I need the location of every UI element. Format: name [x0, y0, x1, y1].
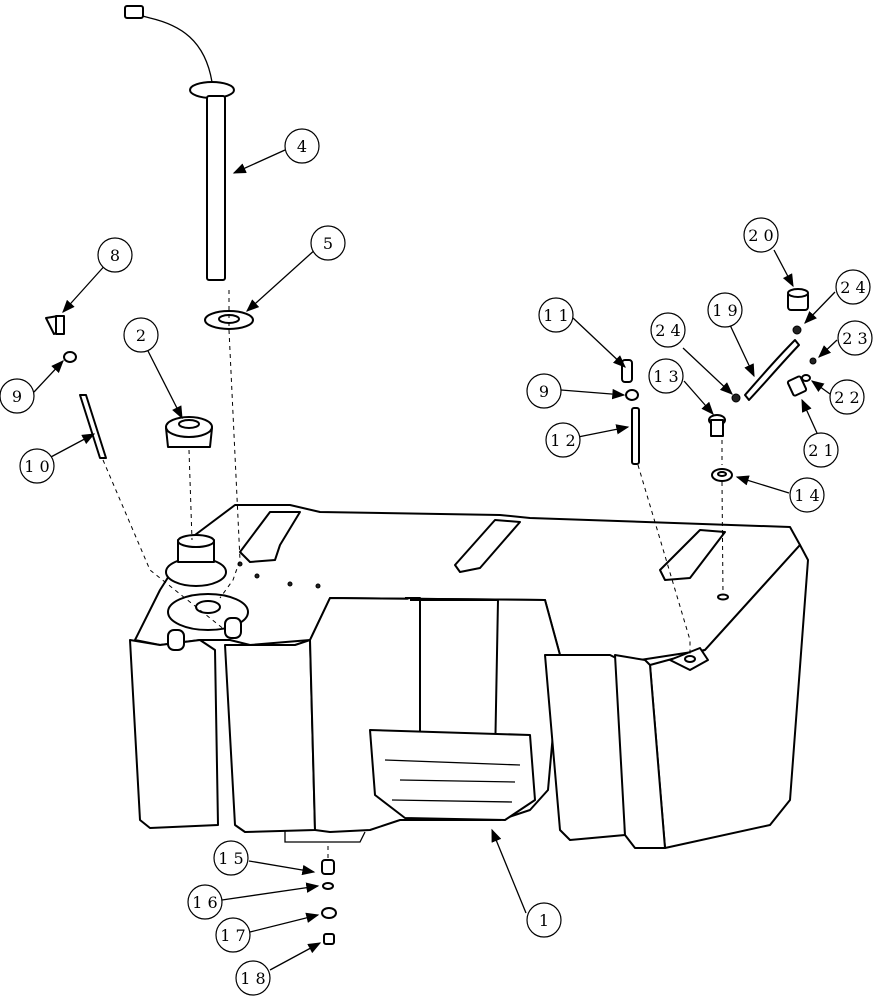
- fuel-cap: [165, 416, 213, 448]
- callout-label: 2 3: [842, 329, 867, 348]
- leader-lines: [33, 149, 838, 971]
- tube-right: [631, 407, 640, 465]
- callout-9-right: 9: [526, 373, 562, 409]
- callout-5-top: 5: [310, 225, 346, 261]
- callout-24-left: 2 4: [650, 312, 686, 348]
- callout-label: 2: [136, 326, 146, 345]
- tube-left: [79, 394, 107, 459]
- fitting-21: [786, 375, 808, 397]
- callout-10: 1 0: [19, 448, 55, 484]
- callout-label: 1 0: [24, 457, 49, 476]
- callout-label: 5: [323, 234, 333, 253]
- callout-23: 2 3: [837, 320, 873, 356]
- callout-label: 2 1: [808, 441, 833, 460]
- callout-label: 1 9: [712, 301, 737, 320]
- callout-14: 1 4: [789, 477, 825, 513]
- callout-label: 2 4: [840, 278, 865, 297]
- grommet-left: [63, 351, 77, 363]
- callout-label: 1 8: [240, 969, 265, 988]
- fuel-sender: [124, 5, 235, 281]
- callout-label: 2 2: [834, 388, 859, 407]
- callout-18: 1 8: [235, 960, 271, 996]
- callout-label: 8: [110, 246, 120, 265]
- fitting-13: [708, 414, 726, 437]
- callout-15: 1 5: [213, 840, 249, 876]
- callout-label: 1 7: [220, 926, 245, 945]
- grommet-14: [711, 468, 733, 482]
- callout-12: 1 2: [545, 422, 581, 458]
- callout-19: 1 9: [707, 292, 743, 328]
- callout-label: 1 4: [794, 486, 819, 505]
- callout-2: 2: [123, 317, 159, 353]
- callout-1: 1: [526, 902, 562, 938]
- callout-label: 2 4: [655, 321, 680, 340]
- callout-label: 4: [297, 137, 307, 156]
- callout-label: 2 0: [748, 226, 773, 245]
- callout-21: 2 1: [803, 432, 839, 468]
- callout-label: 1 5: [218, 849, 243, 868]
- fuel-tank: [129, 504, 809, 849]
- callout-16: 1 6: [187, 884, 223, 920]
- plug-18: [323, 933, 335, 945]
- callout-label: 1: [539, 911, 549, 930]
- assembly-lines: [102, 290, 724, 860]
- callout-label: 9: [12, 387, 22, 406]
- callout-9-left: 9: [0, 378, 35, 414]
- callout-label: 9: [539, 382, 549, 401]
- callout-17: 1 7: [215, 917, 251, 953]
- grommet-right: [625, 389, 639, 401]
- cap-24b: [792, 325, 802, 335]
- cap-24a: [731, 393, 741, 403]
- vent-hose: [744, 339, 800, 401]
- callout-22: 2 2: [829, 379, 865, 415]
- callout-20: 2 0: [743, 217, 779, 253]
- o-ring-16: [322, 882, 334, 890]
- part-22: [801, 374, 811, 382]
- callout-4: 4: [284, 128, 320, 164]
- callout-label: 1 6: [192, 893, 217, 912]
- callout-24-right: 2 4: [835, 269, 871, 305]
- callout-label: 1 2: [550, 431, 575, 450]
- callout-8: 8: [97, 237, 133, 273]
- breather: [787, 288, 809, 311]
- callout-label: 1 3: [653, 367, 678, 386]
- sender-gasket: [204, 310, 254, 330]
- part-23: [809, 357, 817, 365]
- fitting-11: [621, 359, 633, 383]
- callout-label: 1 1: [543, 306, 568, 325]
- callout-13: 1 3: [648, 358, 684, 394]
- drain-plug-15: [321, 859, 335, 875]
- bushing-17: [321, 907, 337, 919]
- elbow-fitting: [45, 315, 65, 335]
- callout-11: 1 1: [538, 297, 574, 333]
